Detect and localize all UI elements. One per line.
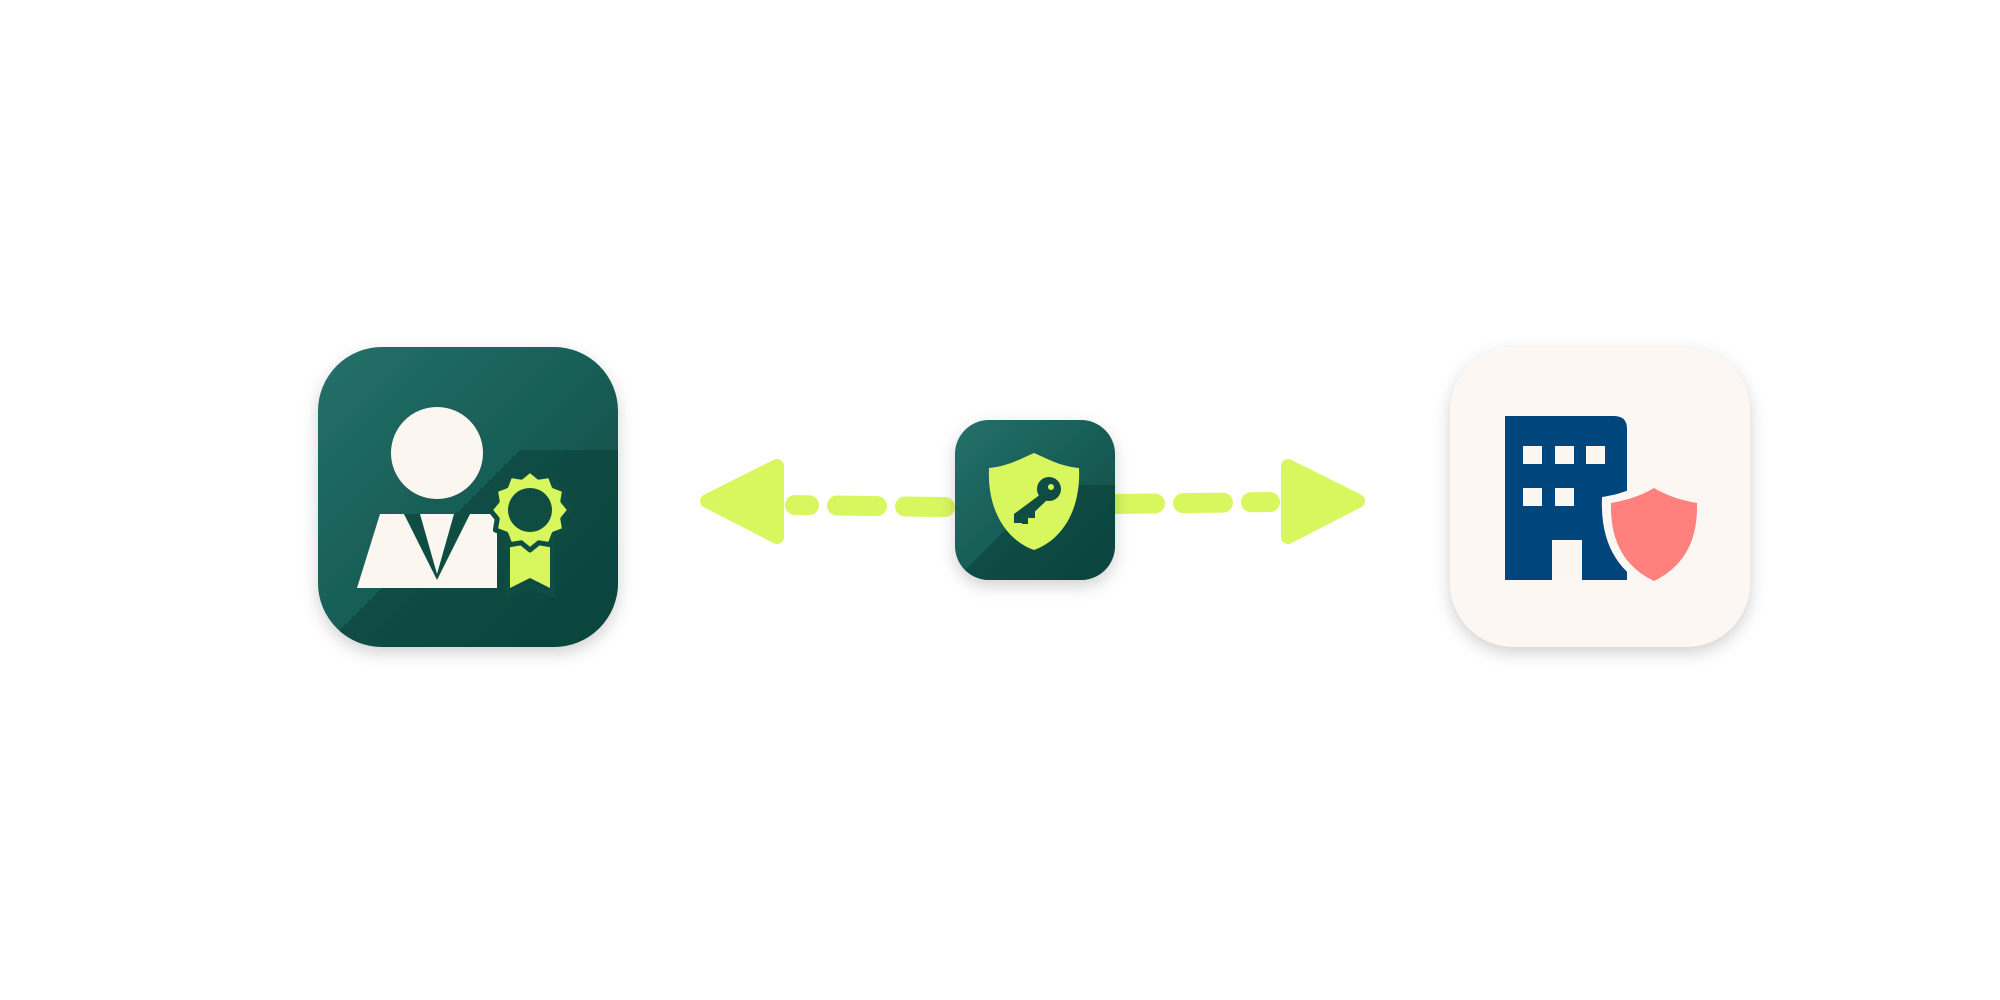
certified-user-icon: [357, 407, 573, 598]
building-icon: [1505, 416, 1627, 580]
connector-to-organization: [1105, 459, 1365, 544]
building-shield-icon: [1505, 416, 1707, 590]
arrowhead-right: [1281, 459, 1365, 544]
connector-to-user: [700, 459, 955, 544]
key-icon: [1014, 477, 1061, 524]
arrowhead-left: [700, 459, 784, 544]
shield-icon: [1610, 488, 1698, 581]
award-badge-icon: [487, 467, 573, 598]
shield-key-icon: [988, 453, 1080, 550]
